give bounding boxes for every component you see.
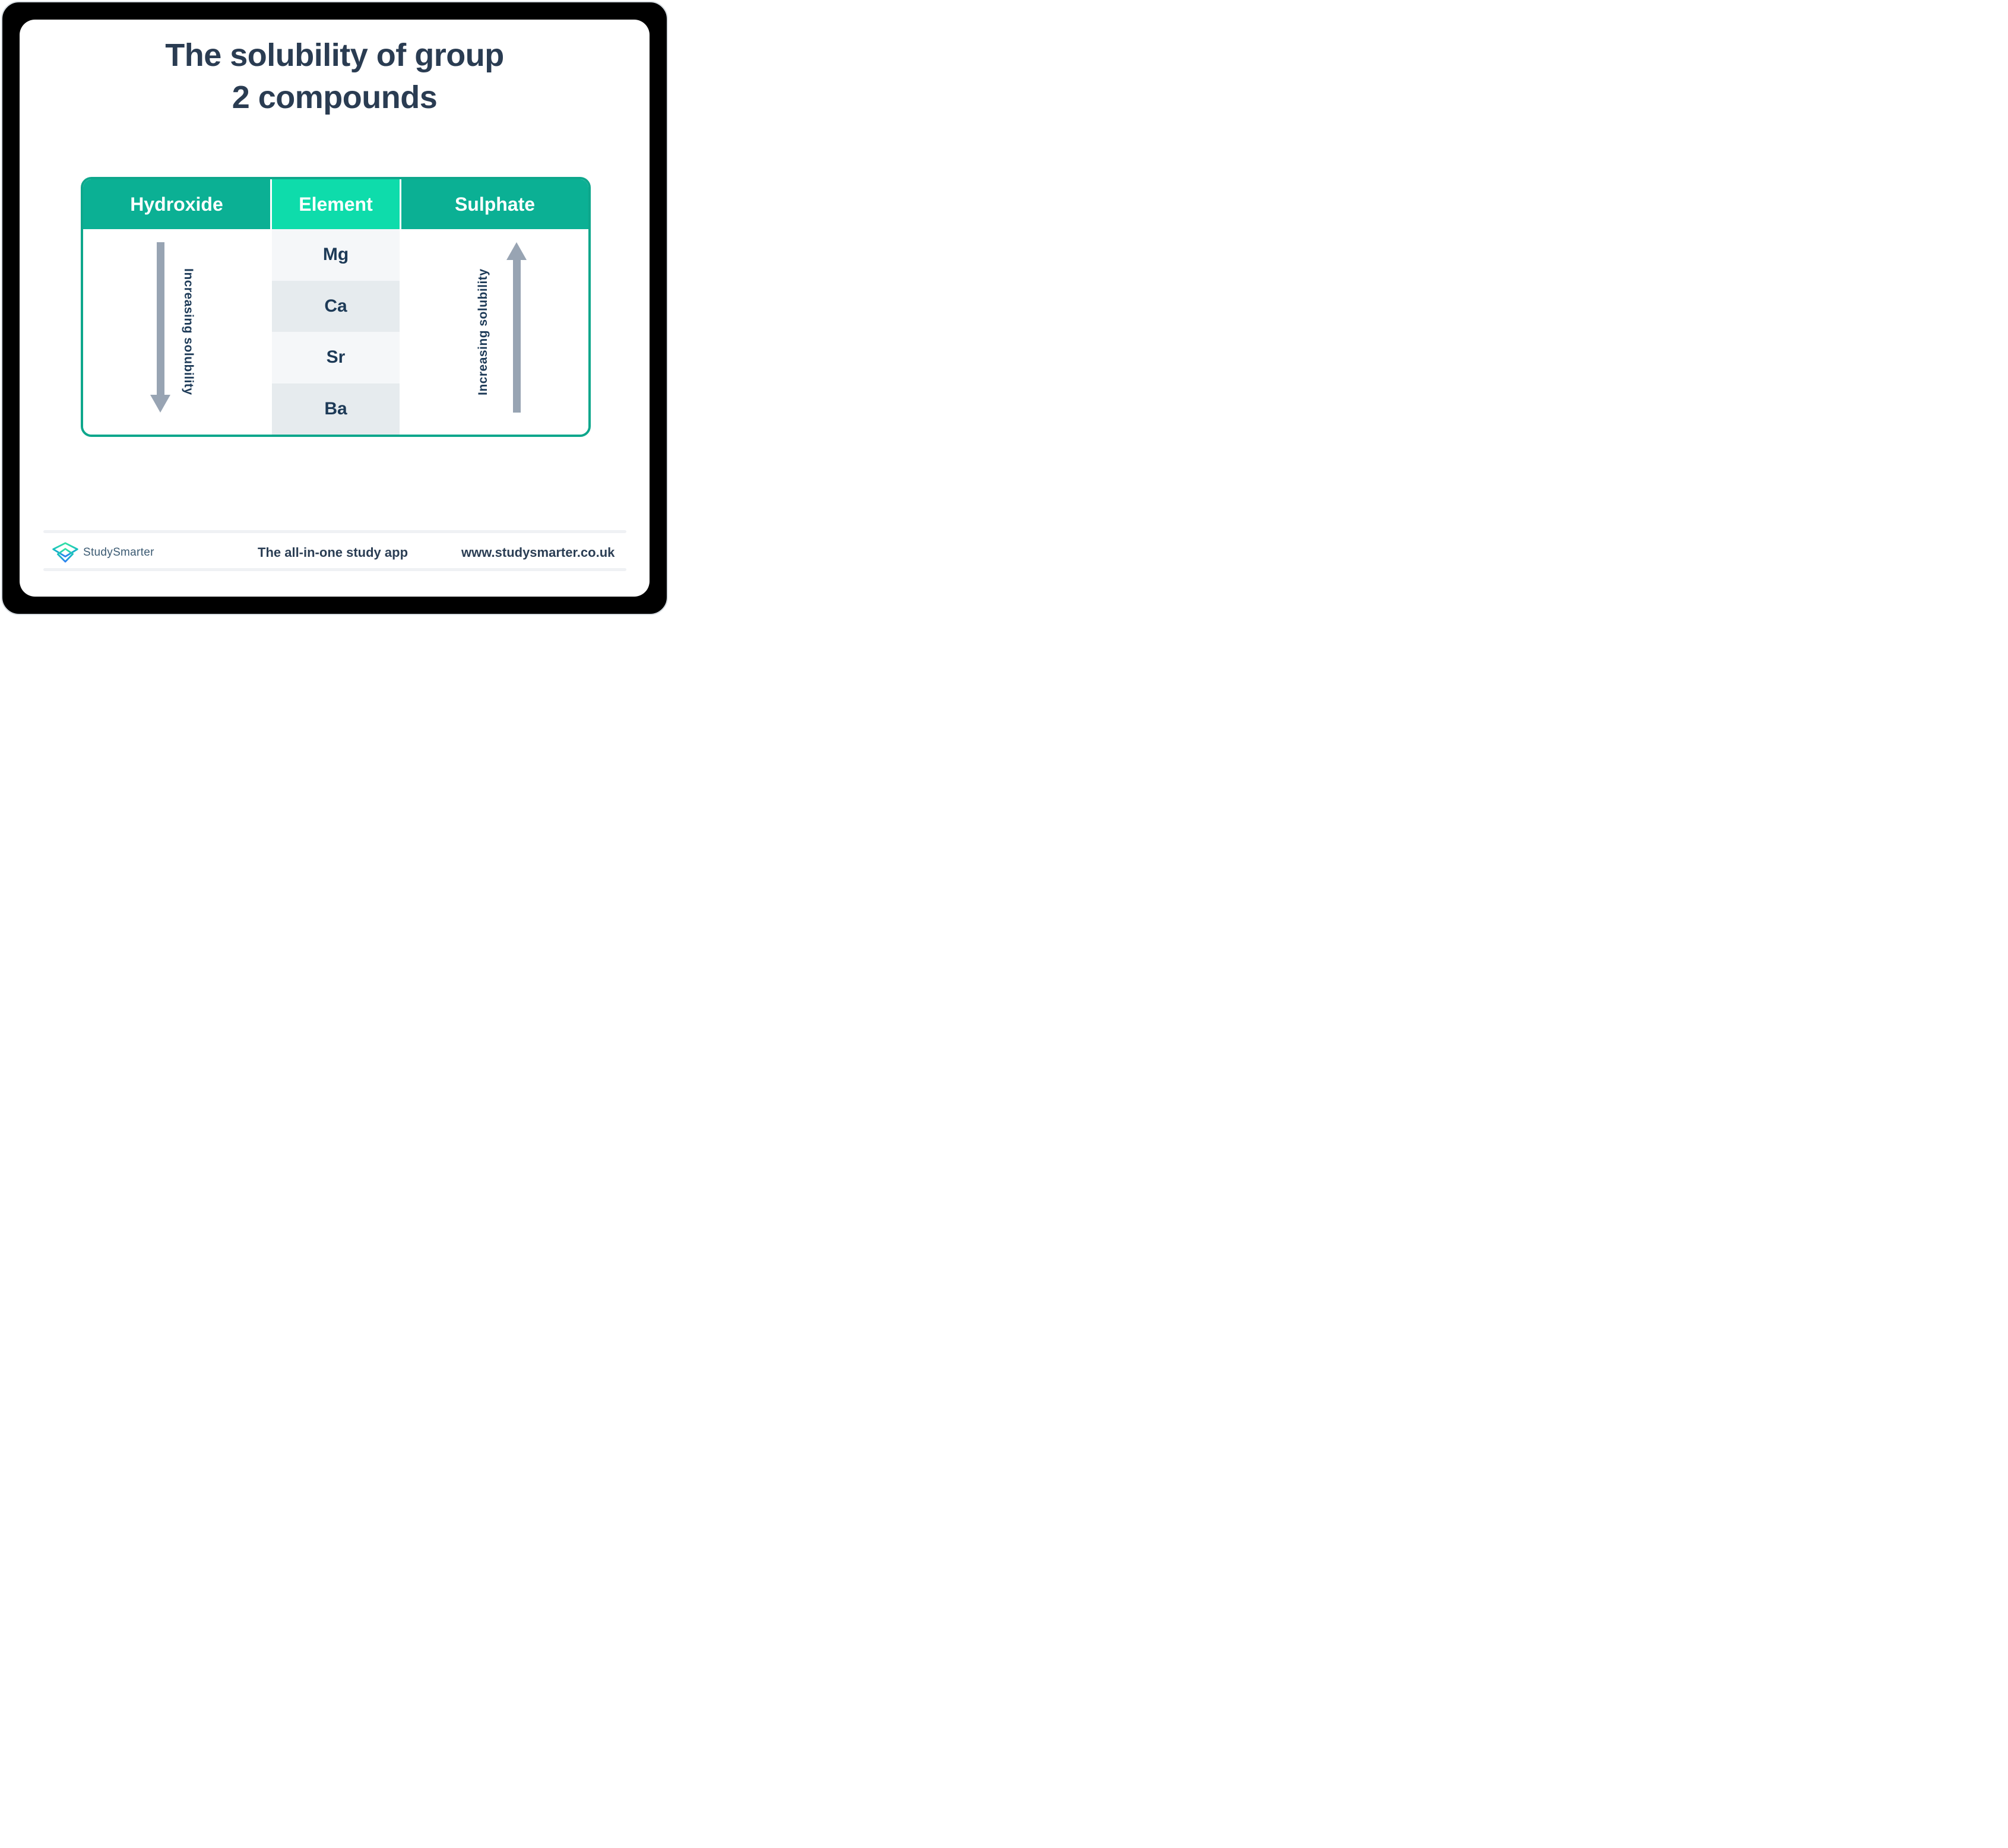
footer-tagline: The all-in-one study app [258, 545, 408, 560]
page-title-line1: The solubility of group [165, 37, 504, 73]
footer-website-link: www.studysmarter.co.uk [461, 545, 615, 560]
element-cell-mg: Mg [272, 229, 400, 281]
column-hydroxide: Hydroxide Increasing solubility [83, 179, 270, 435]
column-element: Element Mg Ca Sr Ba [270, 179, 401, 435]
header-cell-hydroxide: Hydroxide [83, 179, 270, 229]
header-cell-sulphate: Sulphate [401, 179, 588, 229]
studysmarter-logo-icon [52, 542, 78, 563]
up-arrow-shaft [512, 260, 521, 413]
solubility-table: Hydroxide Increasing solubility Element … [81, 177, 591, 437]
down-arrow-icon [150, 242, 170, 413]
element-rows: Mg Ca Sr Ba [272, 229, 400, 435]
content-layer: The solubility of group 2 compounds Hydr… [0, 0, 669, 616]
page-title-line2: 2 compounds [232, 80, 438, 116]
increasing-solubility-label-hydroxide: Increasing solubility [182, 268, 195, 395]
up-arrow-head [506, 242, 527, 260]
footer-divider-bottom [43, 568, 626, 571]
infographic-canvas: The solubility of group 2 compounds Hydr… [0, 0, 669, 616]
increasing-solubility-label-sulphate: Increasing solubility [476, 268, 490, 395]
element-cell-ba: Ba [272, 383, 400, 435]
hydroxide-body: Increasing solubility [83, 229, 270, 435]
column-sulphate: Sulphate Increasing solubility [401, 179, 588, 435]
page-title: The solubility of group 2 compounds [0, 34, 669, 119]
element-cell-sr: Sr [272, 332, 400, 383]
up-arrow-icon [506, 242, 527, 413]
footer-divider-top [43, 530, 626, 533]
studysmarter-wordmark: StudySmarter [83, 546, 154, 559]
down-arrow-head [150, 395, 170, 413]
header-cell-element: Element [272, 179, 400, 229]
sulphate-body: Increasing solubility [401, 229, 588, 435]
element-cell-ca: Ca [272, 280, 400, 332]
down-arrow-shaft [156, 242, 164, 395]
